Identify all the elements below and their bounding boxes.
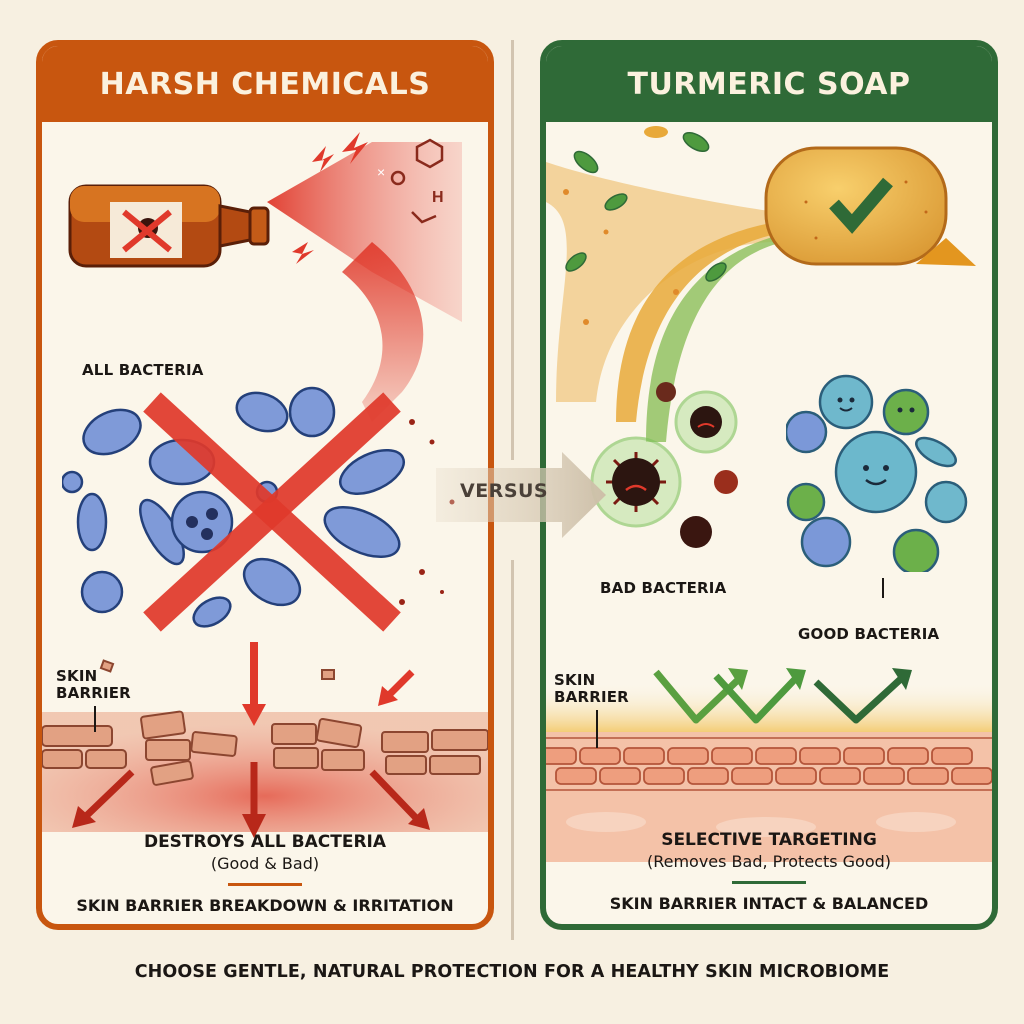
center-divider-bottom	[511, 560, 514, 940]
bad-bacteria-label: BAD BACTERIA	[600, 579, 727, 597]
turmeric-caption: SELECTIVE TARGETING (Removes Bad, Protec…	[546, 830, 992, 913]
intact-skin-barrier-icon	[546, 668, 992, 862]
skin-barrier-pointer	[94, 706, 96, 732]
center-divider-top	[511, 40, 514, 460]
harsh-chemicals-panel: HARSH CHEMICALS H ×	[36, 40, 494, 930]
poison-bottle-icon	[68, 184, 270, 268]
caption-subtitle: (Removes Bad, Protects Good)	[646, 852, 892, 871]
good-bacteria-icon	[786, 374, 968, 572]
good-bacteria-label: GOOD BACTERIA	[798, 625, 940, 643]
broken-skin-barrier-icon	[42, 642, 488, 838]
soap-bar-icon	[764, 146, 976, 266]
harsh-caption: DESTROYS ALL BACTERIA (Good & Bad) SKIN …	[42, 832, 488, 915]
footer-tagline: CHOOSE GENTLE, NATURAL PROTECTION FOR A …	[134, 962, 890, 982]
turmeric-soap-panel: TURMERIC SOAP	[540, 40, 998, 930]
versus-label: VERSUS	[460, 480, 549, 502]
caption-divider	[228, 883, 302, 886]
good-bacteria-pointer	[882, 578, 884, 598]
arrow-right-icon	[436, 452, 606, 538]
caption-title: SELECTIVE TARGETING	[661, 830, 877, 850]
caption-divider	[732, 881, 806, 884]
skin-barrier-label: SKIN BARRIER	[554, 671, 629, 707]
bad-bacteria-icon	[590, 382, 738, 548]
harsh-chemicals-illustration: H × ALL BACTERIA	[42, 122, 488, 924]
panel-title: TURMERIC SOAP	[546, 46, 992, 122]
caption-outcome: SKIN BARRIER INTACT & BALANCED	[609, 894, 929, 913]
all-bacteria-label: ALL BACTERIA	[82, 361, 204, 379]
svg-text:×: ×	[377, 164, 385, 180]
skin-barrier-pointer	[596, 710, 598, 748]
svg-text:H: H	[432, 189, 444, 206]
chemical-spray-icon: H ×	[267, 132, 462, 422]
caption-title: DESTROYS ALL BACTERIA	[143, 832, 387, 852]
caption-outcome: SKIN BARRIER BREAKDOWN & IRRITATION	[76, 896, 454, 915]
panel-title: HARSH CHEMICALS	[42, 46, 488, 122]
turmeric-swirl-icon	[546, 126, 776, 442]
caption-subtitle: (Good & Bad)	[210, 854, 320, 873]
bacteria-crossed-out-icon	[62, 386, 455, 632]
turmeric-soap-illustration: BAD BACTERIA GOOD BACTERIA	[546, 122, 992, 924]
skin-barrier-label: SKIN BARRIER	[56, 667, 131, 703]
versus-arrow: VERSUS	[436, 452, 606, 538]
